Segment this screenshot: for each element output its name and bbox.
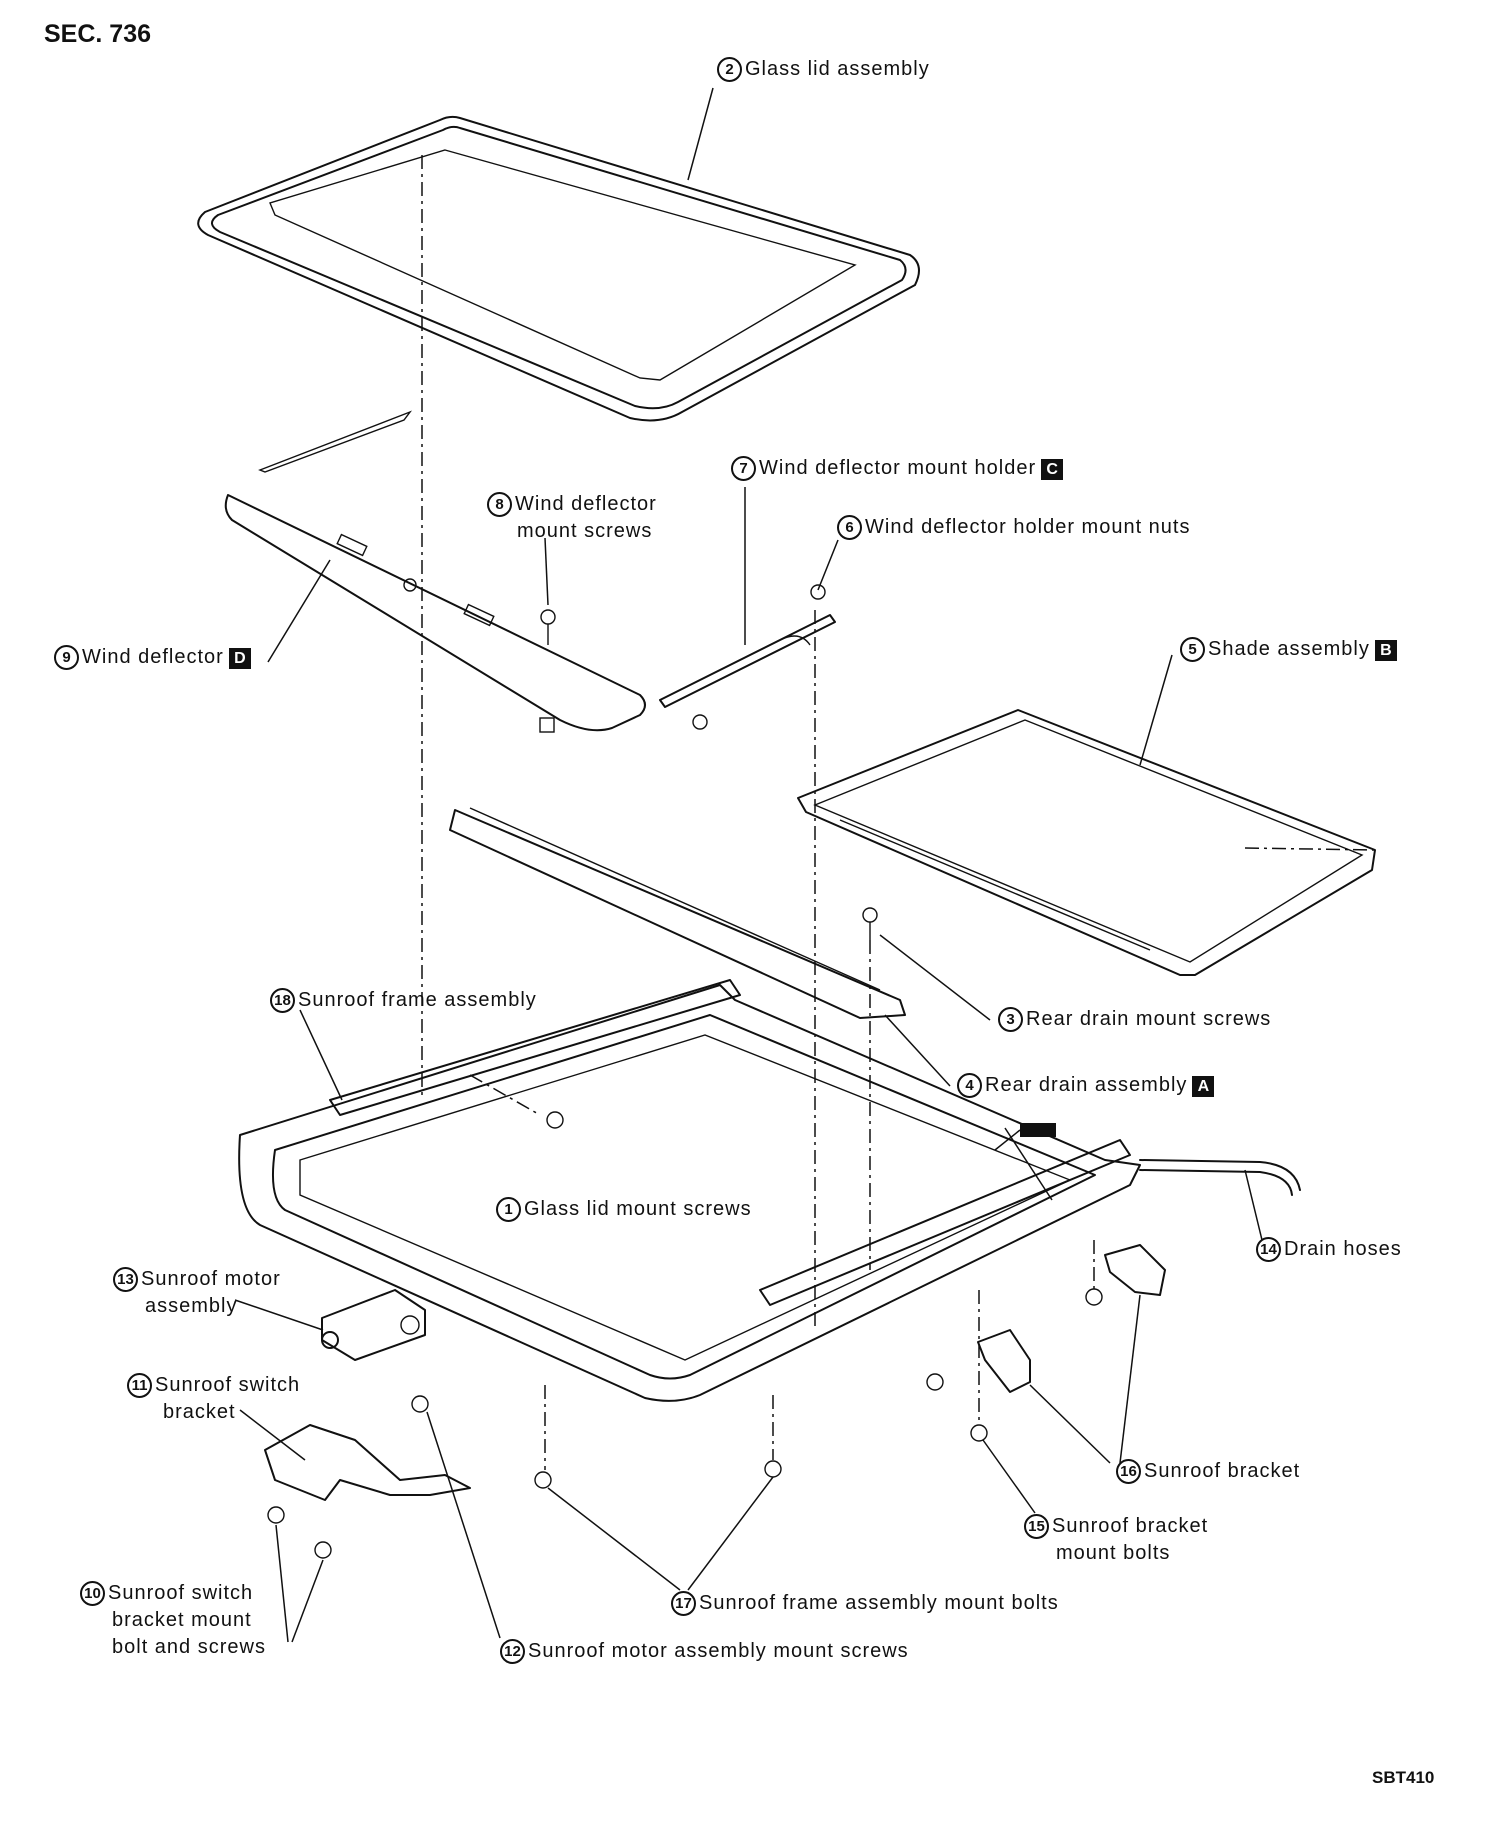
- shade-assembly: [797, 709, 1376, 976]
- fasteners: [267, 584, 1103, 1559]
- sunroof-bracket: [977, 1244, 1166, 1393]
- sunroof-switch-bracket: [264, 1424, 471, 1501]
- reference-mark-icon: [1020, 1123, 1056, 1137]
- rear-drain-assembly: [449, 807, 906, 1019]
- section-number: SEC. 736: [44, 20, 152, 48]
- sunroof-frame-assembly: [238, 979, 1141, 1402]
- glass-lid-assembly: [197, 115, 920, 422]
- wind-deflector: [224, 410, 646, 732]
- wind-deflector-mount-holder: [659, 614, 836, 708]
- alignment-lines: [421, 155, 1376, 1470]
- figure-code: SBT410: [1372, 1768, 1435, 1787]
- sunroof-motor-assembly: [321, 1289, 426, 1361]
- drain-hose: [1139, 1159, 1301, 1191]
- leader-lines: [234, 87, 1263, 1643]
